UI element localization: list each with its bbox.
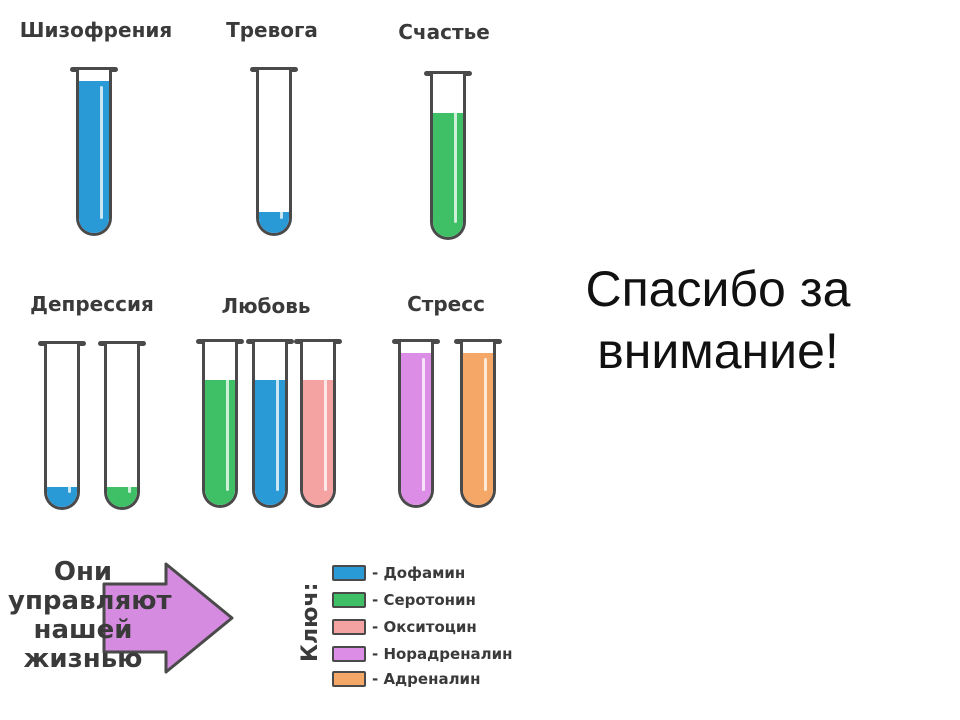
label-anxiety: Тревога <box>226 18 318 42</box>
key-row-serotonin: - Серотонин <box>332 589 476 611</box>
tube-shine <box>454 90 457 223</box>
test-tube-oxytocin <box>300 342 336 508</box>
test-tube-dopamine <box>44 344 80 510</box>
key-row-noradrenaline: - Норадреналин <box>332 643 513 665</box>
tube-fill-dopamine <box>79 81 109 233</box>
tube-rim <box>454 339 502 344</box>
tube-shine <box>484 358 487 491</box>
arrow-line-1: Они <box>53 557 113 587</box>
arrow-caption: Они управляют нашей жизнью <box>8 557 172 674</box>
arrow-line-3: нашей <box>33 615 133 645</box>
key-row-adrenaline: - Адреналин <box>332 668 480 690</box>
tube-shine <box>276 358 279 491</box>
tube-fill-serotonin <box>433 113 463 237</box>
thanks-text: Спасибо за внимание! <box>548 258 888 382</box>
key-row-dopamine: - Дофамин <box>332 562 465 584</box>
tube-fill-adrenaline <box>463 353 493 505</box>
label-happiness: Счастье <box>398 20 490 44</box>
tube-shine <box>128 360 131 493</box>
tube-rim <box>294 339 342 344</box>
key-text-dopamine: - Дофамин <box>372 564 466 582</box>
arrow-shape <box>102 562 234 674</box>
label-stress: Стресс <box>407 292 485 316</box>
tube-fill-oxytocin <box>303 379 333 505</box>
key-swatch-dopamine <box>332 565 366 581</box>
label-love: Любовь <box>221 294 311 318</box>
tube-shine <box>280 86 283 219</box>
tube-fill-dopamine <box>259 211 289 233</box>
tube-rim <box>98 341 146 346</box>
tube-fill-dopamine <box>47 487 77 507</box>
key-text-adrenaline: - Адреналин <box>372 670 481 688</box>
test-tube-noradrenaline <box>398 342 434 508</box>
tube-rim <box>246 339 294 344</box>
thanks-line-1: Спасибо за <box>585 261 851 317</box>
tube-rim <box>196 339 244 344</box>
key-swatch-oxytocin <box>332 619 366 635</box>
test-tube-dopamine <box>76 70 112 236</box>
key-swatch-adrenaline <box>332 671 366 687</box>
test-tube-serotonin <box>104 344 140 510</box>
label-schizophrenia: Шизофрения <box>19 18 173 42</box>
key-text-oxytocin: - Окситоцин <box>372 618 477 636</box>
tube-shine <box>324 358 327 491</box>
key-swatch-noradrenaline <box>332 646 366 662</box>
tube-rim <box>424 71 472 76</box>
tube-rim <box>70 67 118 72</box>
key-row-oxytocin: - Окситоцин <box>332 616 477 638</box>
test-tube-dopamine <box>252 342 288 508</box>
test-tube-dopamine <box>256 70 292 236</box>
tube-fill-dopamine <box>255 379 285 505</box>
thanks-line-2: внимание! <box>597 323 839 379</box>
key-swatch-serotonin <box>332 592 366 608</box>
tube-shine <box>100 86 103 219</box>
test-tube-serotonin <box>202 342 238 508</box>
tube-rim <box>250 67 298 72</box>
tube-fill-serotonin <box>205 379 235 505</box>
arrow-line-4: жизнью <box>23 644 143 674</box>
key-text-serotonin: - Серотонин <box>372 591 476 609</box>
tube-shine <box>226 358 229 491</box>
label-depression: Депрессия <box>30 292 154 316</box>
tube-shine <box>422 358 425 491</box>
test-tube-adrenaline <box>460 342 496 508</box>
key-title: Ключ: <box>298 582 323 662</box>
key-text-noradrenaline: - Норадреналин <box>372 645 513 663</box>
test-tube-serotonin <box>430 74 466 240</box>
arrow-line-2: управляют <box>8 586 172 616</box>
tube-shine <box>68 360 71 493</box>
tube-fill-noradrenaline <box>401 353 431 505</box>
tube-rim <box>38 341 86 346</box>
tube-rim <box>392 339 440 344</box>
tube-fill-serotonin <box>107 487 137 507</box>
